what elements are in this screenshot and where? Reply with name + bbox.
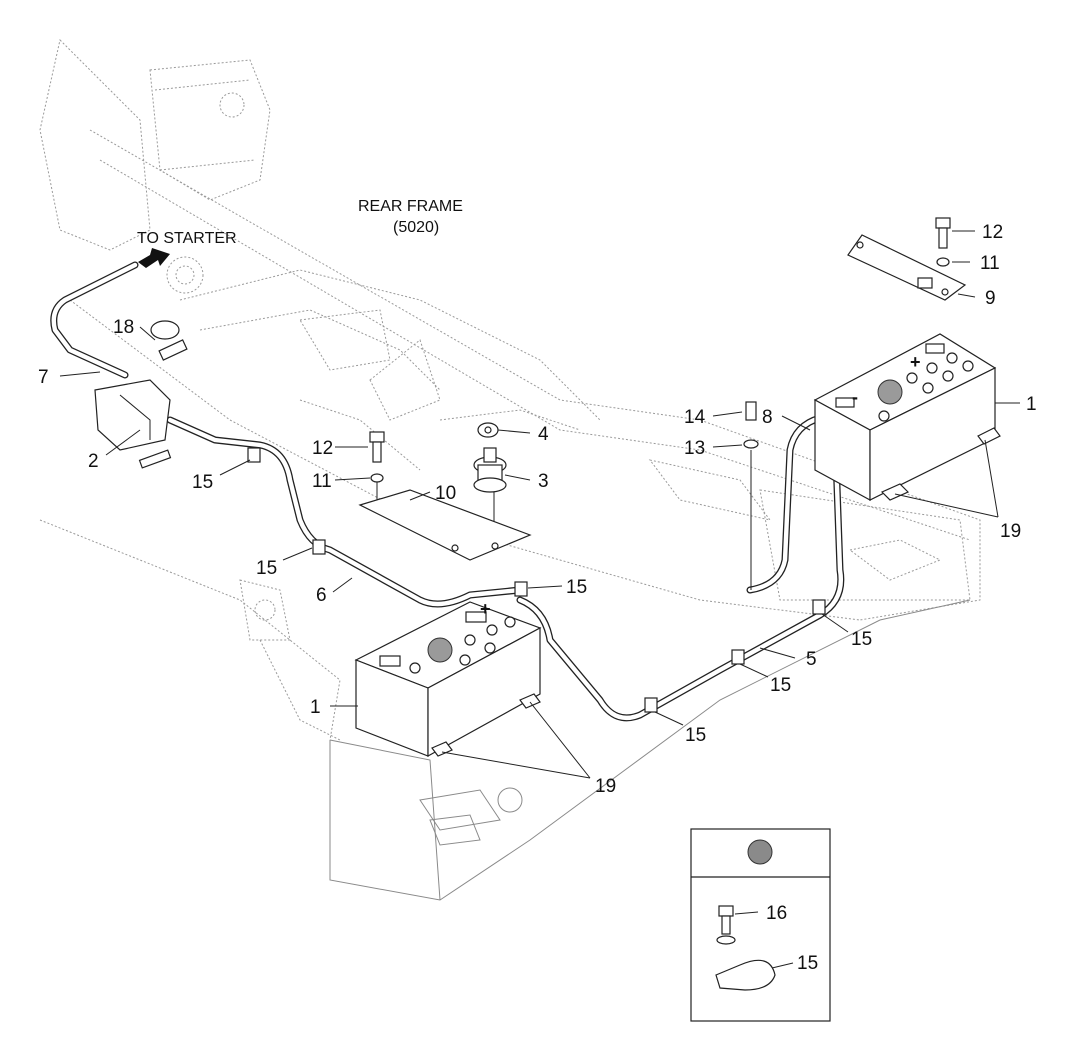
- arrow-to-starter: [138, 248, 170, 268]
- callout-battery-right: 1: [1026, 394, 1037, 415]
- hold-down-right: [880, 427, 1001, 501]
- callout-clip-inset: 15: [797, 953, 818, 974]
- washer-top: [936, 257, 950, 267]
- callout-clip-c: 15: [566, 577, 587, 598]
- battery-left: [354, 601, 542, 758]
- callout-washer-mid: 11: [312, 471, 332, 492]
- to-starter-label: TO STARTER: [137, 230, 237, 247]
- callout-battery-left: 1: [310, 697, 321, 718]
- callout-cable-right: 8: [762, 407, 773, 428]
- callout-hold-down-left: 19: [595, 776, 616, 797]
- callout-cable-left: 6: [316, 585, 327, 606]
- callout-bracket-top: 9: [985, 288, 996, 309]
- inset-detail: [690, 828, 831, 1022]
- callout-bolt-mid: 12: [312, 438, 333, 459]
- rear-frame-code: (5020): [393, 219, 439, 236]
- callout-clip-f: 15: [851, 629, 872, 650]
- battery-switch: [473, 447, 507, 545]
- callout-battery-switch: 3: [538, 471, 549, 492]
- washer-13: [743, 439, 759, 590]
- battery-right: [813, 333, 997, 502]
- callout-washer-top: 11: [980, 253, 1000, 274]
- inset-marker-icon: [747, 839, 773, 865]
- callout-bolt-inset: 16: [766, 903, 787, 924]
- hold-down-left: [431, 693, 541, 757]
- callout-washer-13: 13: [684, 438, 705, 459]
- battery-tray-outline: [329, 599, 971, 901]
- bolt-mid: [369, 431, 385, 463]
- clips: [247, 447, 826, 713]
- bracket-mid: [358, 489, 532, 561]
- switch-cap: [477, 422, 499, 438]
- callout-clip-d: 15: [685, 725, 706, 746]
- battery-right-minus: -: [852, 387, 858, 407]
- washer-mid: [370, 473, 384, 500]
- callout-bolt-14: 14: [684, 407, 706, 428]
- callout-clip-b: 15: [256, 558, 277, 579]
- callout-clip-e: 15: [770, 675, 791, 696]
- callout-bracket-mid: 10: [435, 483, 456, 504]
- battery-left-plus: +: [480, 599, 491, 619]
- callout-switch-cap: 4: [538, 424, 549, 445]
- cable-starter: [50, 261, 139, 379]
- switch-bracket: [94, 379, 172, 469]
- rear-frame-title: REAR FRAME: [358, 198, 463, 215]
- callout-cable-starter: 7: [38, 367, 49, 388]
- bracket-top: [847, 234, 967, 301]
- leader-lines: [59, 230, 1020, 779]
- cable-right: [746, 396, 864, 594]
- callout-nut-18: 18: [113, 317, 134, 338]
- callout-bolt-top: 12: [982, 222, 1003, 243]
- callout-cable-long: 5: [806, 649, 817, 670]
- callout-hold-down-right: 19: [1000, 521, 1021, 542]
- bolt-top: [935, 217, 951, 249]
- battery-right-plus: +: [910, 352, 921, 372]
- bolt-14: [745, 401, 757, 421]
- callout-clip-a: 15: [192, 472, 213, 493]
- cable-left: [166, 416, 524, 608]
- nut-18: [150, 320, 188, 361]
- callout-switch-bracket: 2: [88, 451, 99, 472]
